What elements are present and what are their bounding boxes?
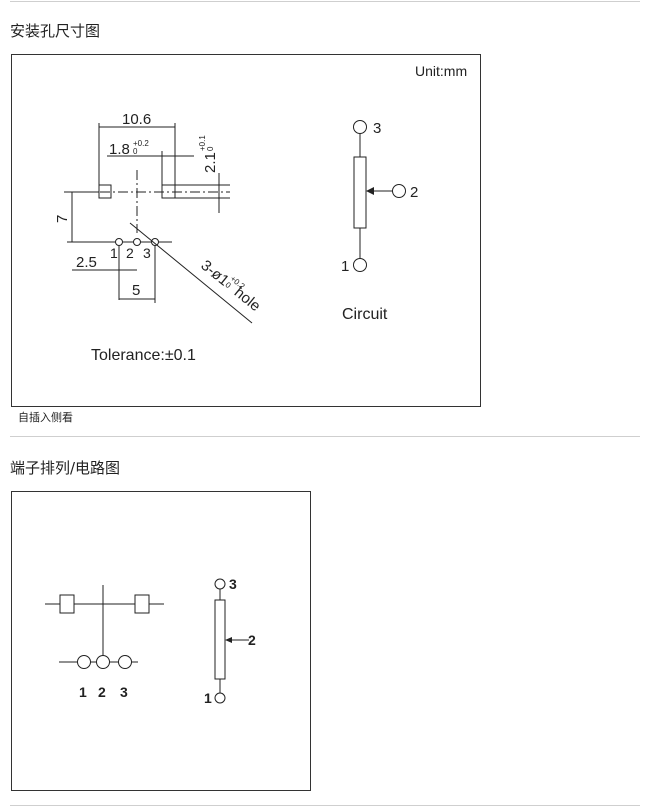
dim-pad-tol-minus: 0 (133, 147, 138, 156)
circuit-label-2: 2 (410, 184, 418, 201)
dim-left-label: 2.5 (76, 254, 97, 271)
layout-pin-label-2: 2 (98, 684, 106, 700)
view-caption: 自插入侧看 (18, 411, 73, 424)
layout-circuit-label-1: 1 (204, 690, 212, 706)
circuit-terminal-2 (392, 184, 406, 198)
circuit-title: Circuit (342, 306, 388, 323)
circuit-terminal-1 (353, 258, 367, 272)
bottom-divider (10, 805, 640, 806)
layout-circuit-resistor (214, 599, 226, 680)
circuit-wiper-arrow (366, 187, 374, 195)
hole-spec-tol-minus: 0 (223, 280, 233, 290)
unit-label: Unit:mm (415, 63, 467, 79)
hole-label-3: 3 (143, 245, 151, 261)
dim-pitch-label: 5 (132, 282, 140, 299)
dim-height-tol-minus: 0 (206, 146, 215, 151)
layout-hole-1 (77, 655, 91, 669)
section-heading-terminal-layout: 端子排列/电路图 (10, 459, 121, 477)
layout-circuit-terminal-1 (214, 692, 226, 704)
hole-label-1: 1 (110, 245, 118, 261)
terminal-layout-drawing: 1 2 3 3 1 2 (11, 491, 311, 791)
mounting-hole-drawing: Unit:mm 1 2 3 10.6 1.8 +0.2 0 2.1 (11, 54, 481, 407)
layout-circuit-label-3: 3 (229, 576, 237, 592)
layout-hole-2 (96, 655, 110, 669)
hole-label-2: 2 (126, 245, 134, 261)
tolerance-label: Tolerance:±0.1 (91, 347, 196, 364)
dim-pad-tol-plus: +0.2 (133, 139, 149, 148)
terminal-layout-svg: 1 2 3 3 1 2 (45, 576, 256, 706)
dim-height-tol-plus: +0.1 (198, 135, 207, 151)
circuit-resistor (353, 156, 367, 229)
mounting-hole-svg: Unit:mm 1 2 3 10.6 1.8 +0.2 0 2.1 (54, 63, 467, 364)
top-divider (10, 1, 640, 2)
layout-right-pad (134, 594, 150, 614)
section-heading-mounting-hole: 安装孔尺寸图 (10, 22, 101, 40)
layout-pin-label-3: 3 (120, 684, 128, 700)
layout-circuit-wiper-arrow (225, 637, 232, 643)
section-divider (10, 436, 640, 437)
layout-pin-label-1: 1 (79, 684, 87, 700)
layout-circuit-label-2: 2 (248, 632, 256, 648)
layout-hole-3 (118, 655, 132, 669)
circuit-label-3: 3 (373, 120, 381, 137)
hole-leader (129, 222, 253, 324)
layout-left-pad (59, 594, 75, 614)
dim-pad-label: 1.8 (109, 141, 130, 158)
dim-vertical-label: 7 (54, 215, 71, 223)
circuit-label-1: 1 (341, 258, 349, 275)
layout-circuit-terminal-3 (214, 578, 226, 590)
hole-2 (133, 238, 141, 246)
dim-height-label: 2.1 (202, 152, 219, 173)
circuit-terminal-3 (353, 120, 367, 134)
dim-width-label: 10.6 (122, 111, 151, 128)
